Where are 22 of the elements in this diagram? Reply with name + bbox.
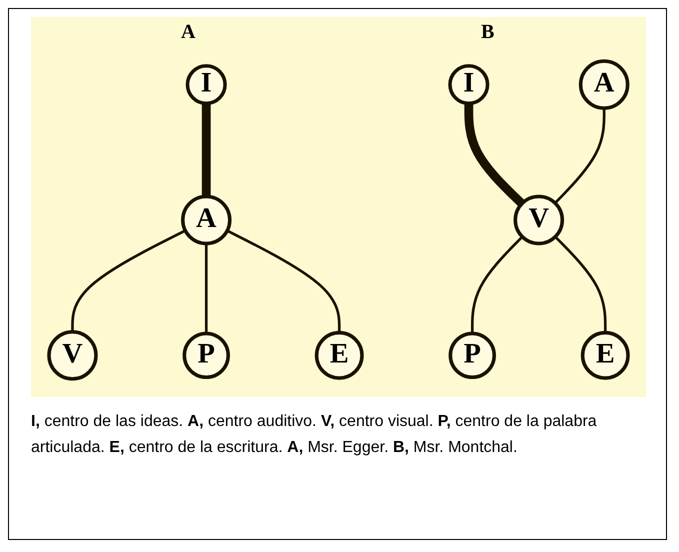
- caption: I, centro de las ideas. A, centro auditivo. V, centro visual. P, centro de la palabra articulada. E, centro de la escritura. A, Msr. Egger. B, Msr. Montchal.: [31, 412, 598, 458]
- node-circle: [448, 332, 496, 380]
- connector: [554, 236, 607, 333]
- connector: [226, 229, 341, 333]
- connector: [464, 103, 525, 207]
- node-circle: [182, 332, 230, 380]
- node-circle: [448, 64, 490, 106]
- node-circle: [181, 194, 232, 246]
- connector: [554, 108, 606, 204]
- node-circle: [47, 330, 98, 381]
- node-circle: [186, 64, 227, 106]
- diagram-letter: B: [481, 21, 494, 44]
- node-circle: [580, 330, 630, 380]
- node-circle: [578, 59, 630, 110]
- node-circle: [514, 194, 564, 246]
- connector: [204, 243, 208, 334]
- diagram-background: A B I A V P E I A V P E: [31, 17, 646, 397]
- diagram-letter: A: [181, 21, 196, 44]
- connector: [202, 103, 211, 197]
- connector: [470, 236, 524, 334]
- connector: [71, 229, 186, 332]
- node-circle: [314, 330, 364, 380]
